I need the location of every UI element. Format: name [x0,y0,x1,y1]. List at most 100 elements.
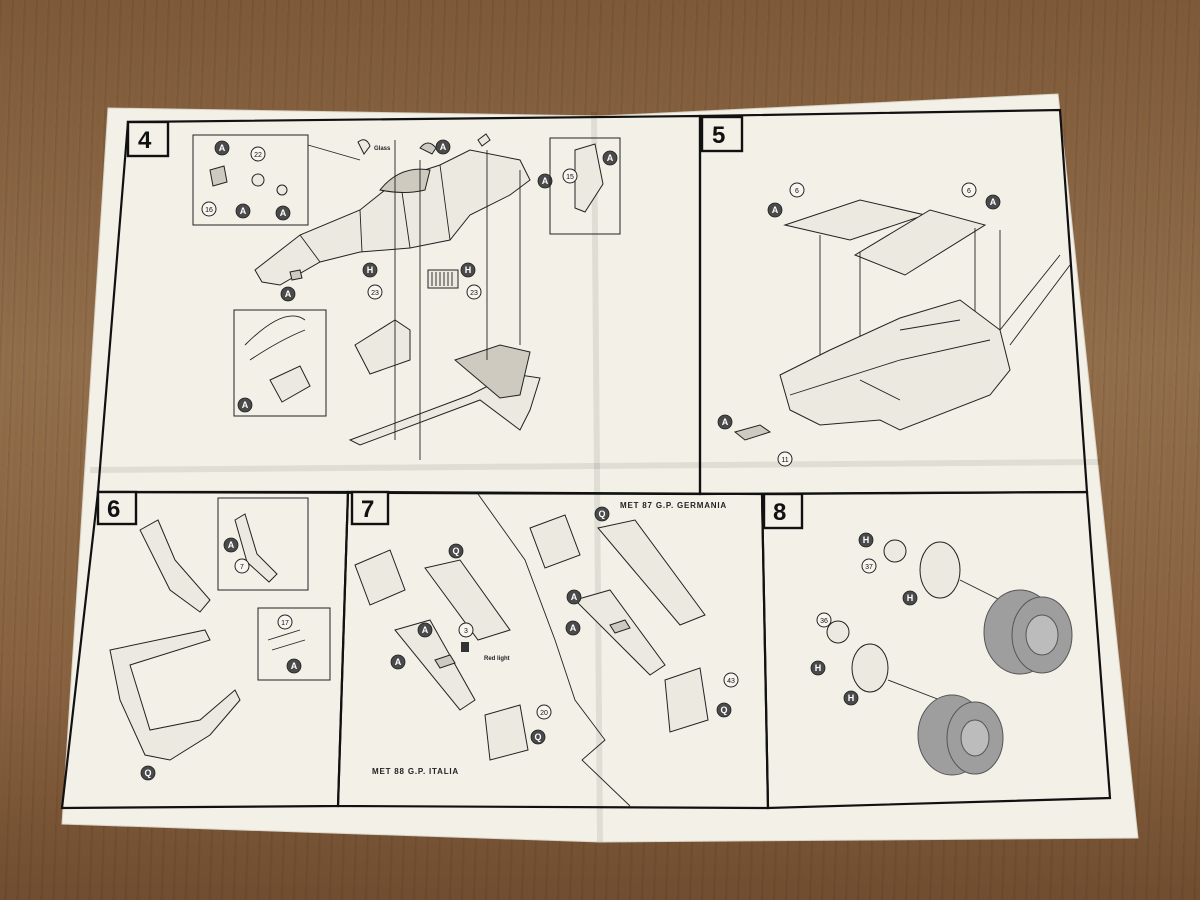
label-H: H [858,532,874,548]
label-16: 16 [201,201,217,217]
label-A: A [565,620,581,636]
detail-inset-flap [257,607,331,681]
svg-text:23: 23 [371,290,379,297]
label-H: H [810,660,826,676]
svg-text:A: A [440,142,447,152]
label-6: 6 [961,182,977,198]
variant-divider [477,493,631,807]
label-A: A [286,658,302,674]
svg-text:A: A [242,400,249,410]
label-Q: Q [448,543,464,559]
caption-met87: MET 87 G.P. GERMANIA [620,501,727,510]
svg-text:17: 17 [281,620,289,627]
svg-text:A: A [219,143,226,153]
step-number-6: 6 [107,496,120,523]
label-A: A [566,589,582,605]
rim-part [919,541,961,599]
label-Q: Q [594,506,610,522]
svg-text:A: A [395,657,402,667]
rear-wing-part-43 [664,667,709,733]
glass-label: Glass [374,146,391,152]
svg-text:Q: Q [452,546,459,556]
svg-text:A: A [570,623,577,633]
svg-text:A: A [285,289,292,299]
step-number-box [96,490,138,526]
wing-flap-part [424,559,511,641]
wheel-hub-37 [883,539,907,563]
svg-text:A: A [772,205,779,215]
label-6: 6 [789,182,805,198]
step-number-box [126,120,170,158]
svg-text:A: A [571,592,578,602]
undertray-part-6b [853,209,987,276]
detail-inset-seat [192,134,309,226]
label-H: H [902,590,918,606]
panel-step-5: 5 6 A 6 A A [698,108,1089,496]
bracket-part-11 [733,424,772,441]
label-A: A [214,140,230,156]
tire-upper [983,589,1073,675]
svg-text:Q: Q [144,768,151,778]
svg-text:3: 3 [464,628,468,635]
svg-text:H: H [367,265,374,275]
label-A: A [280,286,296,302]
step-number-4: 4 [138,127,152,154]
svg-text:A: A [990,197,997,207]
svg-text:A: A [722,417,729,427]
radiator-part [427,269,459,289]
detail-inset-steering [233,309,327,417]
svg-text:11: 11 [781,457,788,464]
label-17: 17 [277,614,293,630]
red-light-part [461,642,469,652]
tire-lower [917,694,1004,776]
svg-text:43: 43 [727,678,735,685]
svg-text:A: A [542,176,549,186]
svg-text:6: 6 [967,188,971,195]
label-A: A [235,203,251,219]
wing-flap-part [597,519,706,626]
label-A: A [435,139,451,155]
svg-text:H: H [815,663,822,673]
svg-text:A: A [228,540,235,550]
label-15: 15 [562,168,578,184]
label-Q: Q [716,702,732,718]
label-37: 37 [861,558,877,574]
svg-text:Q: Q [598,509,605,519]
label-23: 23 [466,284,482,300]
label-A: A [537,173,553,189]
rim-part [851,643,889,693]
svg-text:A: A [291,661,298,671]
svg-text:20: 20 [540,710,548,717]
label-Q: Q [530,729,546,745]
step-number-box [762,492,804,530]
svg-text:Q: Q [720,705,727,715]
front-wing-drawing [109,629,241,761]
label-A: A [602,150,618,166]
wing-endplate-part [354,549,406,606]
svg-text:23: 23 [470,290,478,297]
step-number-box [350,490,390,526]
svg-text:H: H [863,535,870,545]
svg-text:16: 16 [205,207,213,214]
chassis-drawing [779,299,1011,431]
label-7: 7 [234,558,250,574]
label-43: 43 [723,672,739,688]
endplate-part [139,519,211,613]
svg-text:7: 7 [240,564,244,571]
svg-text:H: H [465,265,472,275]
panel-step-8: 8 H 37 H [760,490,1112,810]
nose-cone-part [609,619,631,634]
step-number-5: 5 [712,122,725,149]
svg-text:H: H [907,593,914,603]
svg-text:6: 6 [795,188,799,195]
wing-endplate-part [529,514,581,569]
svg-text:22: 22 [254,152,262,159]
label-A: A [237,397,253,413]
nose-cone-part [434,654,456,669]
svg-text:A: A [280,208,287,218]
caption-met88: MET 88 G.P. ITALIA [372,767,459,776]
step-number-8: 8 [773,499,786,526]
label-A: A [717,414,733,430]
step-number-box [700,115,744,153]
